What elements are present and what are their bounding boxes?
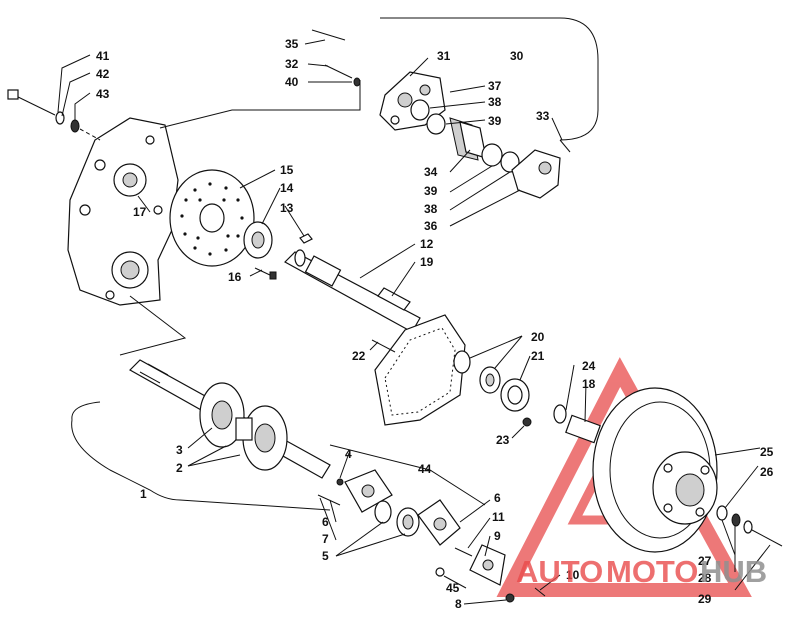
callout-27: 27 xyxy=(698,554,712,568)
shaft-key xyxy=(377,287,411,311)
callout-28: 28 xyxy=(698,571,712,585)
callout-34: 34 xyxy=(424,165,438,179)
callout-31: 31 xyxy=(437,49,451,63)
callout-7: 7 xyxy=(322,532,329,546)
callout-2: 2 xyxy=(176,461,183,475)
callout-8: 8 xyxy=(455,597,462,611)
brake-disc xyxy=(169,169,255,267)
callout-20: 20 xyxy=(531,330,545,344)
callout-29: 29 xyxy=(698,592,712,606)
spacer-bolt xyxy=(454,547,473,557)
brake-shaft xyxy=(284,249,421,333)
callout-24: 24 xyxy=(582,359,596,373)
watermark-auto: AUTO xyxy=(516,554,603,589)
callout-19: 19 xyxy=(420,255,434,269)
lock-nut xyxy=(336,478,344,486)
callout-41: 41 xyxy=(96,49,110,63)
callout-40: 40 xyxy=(285,75,299,89)
caliper-half xyxy=(511,149,561,199)
callout-1: 1 xyxy=(140,487,147,501)
drive-sprockets xyxy=(199,382,288,471)
pulley-fasteners xyxy=(716,505,783,547)
caliper-o-ring-upper xyxy=(410,99,430,121)
callout-35: 35 xyxy=(285,37,299,51)
callout-30: 30 xyxy=(510,49,524,63)
callout-42: 42 xyxy=(96,67,110,81)
callout-23: 23 xyxy=(496,433,510,447)
callout-labels: 1 2 3 4 5 6 6 7 8 9 10 11 12 13 14 15 16… xyxy=(96,37,774,611)
leader-lines xyxy=(57,39,771,605)
callout-43: 43 xyxy=(96,87,110,101)
bracket-nut xyxy=(505,593,515,603)
chaincase-plate xyxy=(374,314,466,426)
callout-4: 4 xyxy=(345,447,352,461)
shaft-bearings xyxy=(453,350,501,394)
callout-32: 32 xyxy=(285,57,299,71)
callout-9: 9 xyxy=(494,529,501,543)
callout-18: 18 xyxy=(582,377,596,391)
callout-10: 10 xyxy=(566,568,580,582)
main-bearing xyxy=(396,507,420,537)
callout-38-upper: 38 xyxy=(488,95,502,109)
housing-bolt-assembly xyxy=(7,89,101,141)
callout-3: 3 xyxy=(176,443,183,457)
callout-39-upper: 39 xyxy=(488,114,502,128)
callout-37: 37 xyxy=(488,79,502,93)
gearcase-housing xyxy=(67,117,179,306)
pulley-spacer xyxy=(553,404,601,444)
callout-6-right: 6 xyxy=(494,491,501,505)
watermark-text: AUTO MOTO HUB xyxy=(516,554,767,589)
callout-14: 14 xyxy=(280,181,294,195)
plate-bolt xyxy=(371,339,396,353)
callout-44: 44 xyxy=(418,462,432,476)
callout-25: 25 xyxy=(760,445,774,459)
woodruff-key xyxy=(299,233,313,244)
group-bracket-1-end xyxy=(71,401,101,421)
driven-clutch-disc xyxy=(592,387,718,553)
callout-13: 13 xyxy=(280,201,294,215)
cotter-pin xyxy=(534,587,546,597)
callout-33: 33 xyxy=(536,109,550,123)
bearing-bracket xyxy=(469,544,506,586)
washer xyxy=(435,567,445,577)
callout-5: 5 xyxy=(322,549,329,563)
callout-26: 26 xyxy=(760,465,774,479)
flange-nut xyxy=(522,417,532,427)
callout-21: 21 xyxy=(531,349,545,363)
watermark-hub: HUB xyxy=(700,554,767,589)
bearing-seal xyxy=(374,500,392,524)
watermark-moto: MOTO xyxy=(606,554,698,589)
callout-16: 16 xyxy=(228,270,242,284)
callout-11: 11 xyxy=(492,510,505,524)
callout-15: 15 xyxy=(280,163,294,177)
bearing-housing-right xyxy=(417,499,461,546)
callout-36: 36 xyxy=(424,219,438,233)
bleeder-screw xyxy=(559,139,571,153)
group-bracket-1 xyxy=(71,419,331,511)
callout-17: 17 xyxy=(133,205,147,219)
callout-45: 45 xyxy=(446,581,460,595)
callout-38-lower: 38 xyxy=(424,202,438,216)
group-bracket-44 xyxy=(329,444,486,506)
hub-bolt xyxy=(254,267,277,280)
carriage-bolt xyxy=(317,494,341,506)
group-bracket-30 xyxy=(380,17,599,141)
brake-pads xyxy=(449,117,487,161)
callout-12: 12 xyxy=(420,237,434,251)
caliper-pin xyxy=(311,29,361,87)
caliper-piston-upper xyxy=(426,113,446,135)
callout-6-left: 6 xyxy=(322,515,329,529)
callout-39-lower: 39 xyxy=(424,184,438,198)
caliper-piston-lower xyxy=(481,143,503,167)
bearing-flange xyxy=(500,378,530,412)
disc-hub xyxy=(243,221,273,259)
callout-22: 22 xyxy=(352,349,366,363)
